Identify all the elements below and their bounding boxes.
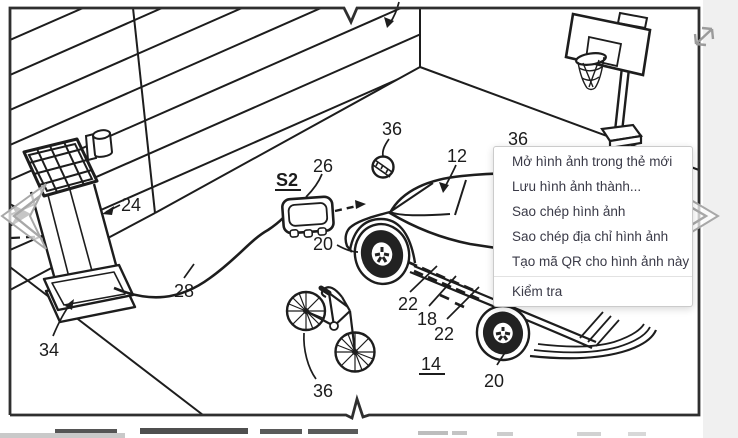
car-rear-wheel — [475, 304, 531, 362]
ref-label-36-court: 36 — [508, 129, 528, 149]
menu-item-inspect[interactable]: Kiểm tra — [512, 284, 563, 299]
ref-label-22-b: 22 — [434, 324, 454, 344]
cutoff-content — [418, 431, 448, 435]
ref-label-14: 14 — [421, 354, 441, 374]
figure-border — [8, 6, 701, 421]
cutoff-content — [497, 432, 513, 436]
menu-item-copy-image[interactable]: Sao chép hình ảnh — [512, 204, 626, 219]
menu-item-save-image-as[interactable]: Lưu hình ảnh thành... — [512, 179, 642, 194]
wall-lamp — [84, 129, 114, 162]
basketball-hoop — [564, 11, 652, 150]
charging-cable — [113, 217, 284, 299]
connector-device — [281, 195, 335, 238]
cutoff-content — [140, 428, 248, 434]
image-context-menu: Mở hình ảnh trong thẻ mới Lưu hình ảnh t… — [493, 146, 693, 307]
ref-label-28: 28 — [174, 281, 194, 301]
cutoff-content — [0, 433, 125, 438]
menu-item-copy-image-address[interactable]: Sao chép địa chỉ hình ảnh — [512, 229, 669, 244]
carousel-prev-arrow[interactable] — [0, 183, 47, 250]
ref-label-12: 12 — [447, 146, 467, 166]
ref-label-24: 24 — [121, 195, 141, 215]
cutoff-content — [55, 429, 117, 433]
ref-label-22-a: 22 — [398, 294, 418, 314]
wall-fold-line — [132, 7, 156, 214]
bicycle-crank — [329, 321, 339, 331]
garage-door-bottom-edge — [154, 66, 421, 214]
ball — [371, 155, 395, 179]
cutoff-content — [260, 429, 302, 434]
ref-label-36-bike: 36 — [313, 381, 333, 401]
ref-label-20-front: 20 — [313, 234, 333, 254]
cutoff-content — [308, 429, 358, 434]
ref-label-26: 26 — [313, 156, 333, 176]
ref-label-18: 18 — [417, 309, 437, 329]
menu-item-open-image-new-tab[interactable]: Mở hình ảnh trong thẻ mới — [512, 154, 673, 169]
resize-arrow-icon[interactable] — [693, 26, 715, 47]
cutoff-content — [628, 432, 646, 436]
menu-separator — [494, 276, 692, 277]
ref-label-20-rear: 20 — [484, 371, 504, 391]
menu-item-create-qr-code[interactable]: Tạo mã QR cho hình ảnh này — [512, 254, 690, 269]
car-front-wheel — [353, 222, 411, 286]
charging-station-base — [42, 263, 137, 324]
cutoff-content — [577, 432, 601, 436]
charging-station-top-grid — [22, 137, 99, 198]
leader-arrowheads — [65, 17, 449, 310]
hoop-base — [600, 123, 643, 150]
ref-label-s2: S2 — [276, 170, 298, 190]
hoop-net — [577, 56, 605, 91]
dashed-arrow — [334, 200, 366, 213]
bicycle — [285, 285, 376, 373]
ref-label-36-ball: 36 — [382, 119, 402, 139]
charging-station — [22, 137, 137, 324]
cutoff-content — [452, 431, 467, 435]
ref-label-34: 34 — [39, 340, 59, 360]
bicycle-saddle — [318, 285, 332, 296]
bicycle-frame — [305, 292, 357, 353]
